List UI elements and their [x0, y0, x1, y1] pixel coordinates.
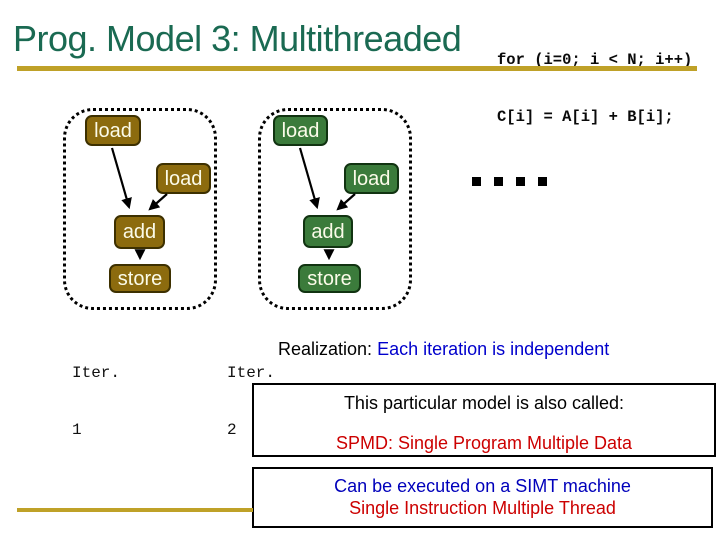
- title-underline-rule: [17, 66, 697, 71]
- slide-title: Prog. Model 3: Multithreaded: [13, 18, 462, 59]
- node-store: store: [298, 264, 361, 293]
- dot-icon: [516, 177, 525, 186]
- callout-simt-line-2: Single Instruction Multiple Thread: [349, 498, 616, 518]
- callout-box-simt: Can be executed on a SIMT machine Single…: [252, 467, 713, 528]
- callout-box-spmd: This particular model is also called: SP…: [252, 383, 716, 457]
- node-store: store: [109, 264, 171, 293]
- node-load-2: load: [156, 163, 211, 194]
- iter-2-number: 2: [227, 421, 237, 439]
- dot-icon: [472, 177, 481, 186]
- code-line-2: C[i] = A[i] + B[i];: [497, 108, 674, 126]
- iter-1-label: Iter. 1: [72, 326, 120, 478]
- node-load-1: load: [85, 115, 141, 146]
- iteration-group-1: load load add store: [63, 108, 217, 310]
- realization-line: Realization: Each iteration is independe…: [278, 339, 609, 360]
- iter-2-word: Iter.: [227, 364, 276, 382]
- callout-simt-line-1: Can be executed on a SIMT machine: [334, 476, 631, 496]
- dot-icon: [538, 177, 547, 186]
- iter-1-word: Iter.: [72, 364, 121, 382]
- node-load-1: load: [273, 115, 328, 146]
- iter-2-label: Iter. 2: [227, 326, 275, 478]
- callout-spmd-line-1: This particular model is also called:: [343, 393, 625, 413]
- realization-text: Each iteration is independent: [377, 339, 610, 359]
- bottom-gold-rule: [17, 508, 253, 512]
- ellipsis-dots: [472, 177, 547, 186]
- iter-1-number: 1: [72, 421, 82, 439]
- node-add: add: [303, 215, 353, 248]
- iteration-group-2: load load add store: [258, 108, 412, 310]
- code-snippet: for (i=0; i < N; i++) C[i] = A[i] + B[i]…: [497, 13, 692, 165]
- node-add: add: [114, 215, 165, 249]
- realization-label: Realization:: [278, 339, 373, 359]
- node-load-2: load: [344, 163, 399, 194]
- callout-spmd-line-2: SPMD: Single Program Multiple Data: [335, 433, 633, 453]
- dot-icon: [494, 177, 503, 186]
- code-line-1: for (i=0; i < N; i++): [497, 51, 693, 69]
